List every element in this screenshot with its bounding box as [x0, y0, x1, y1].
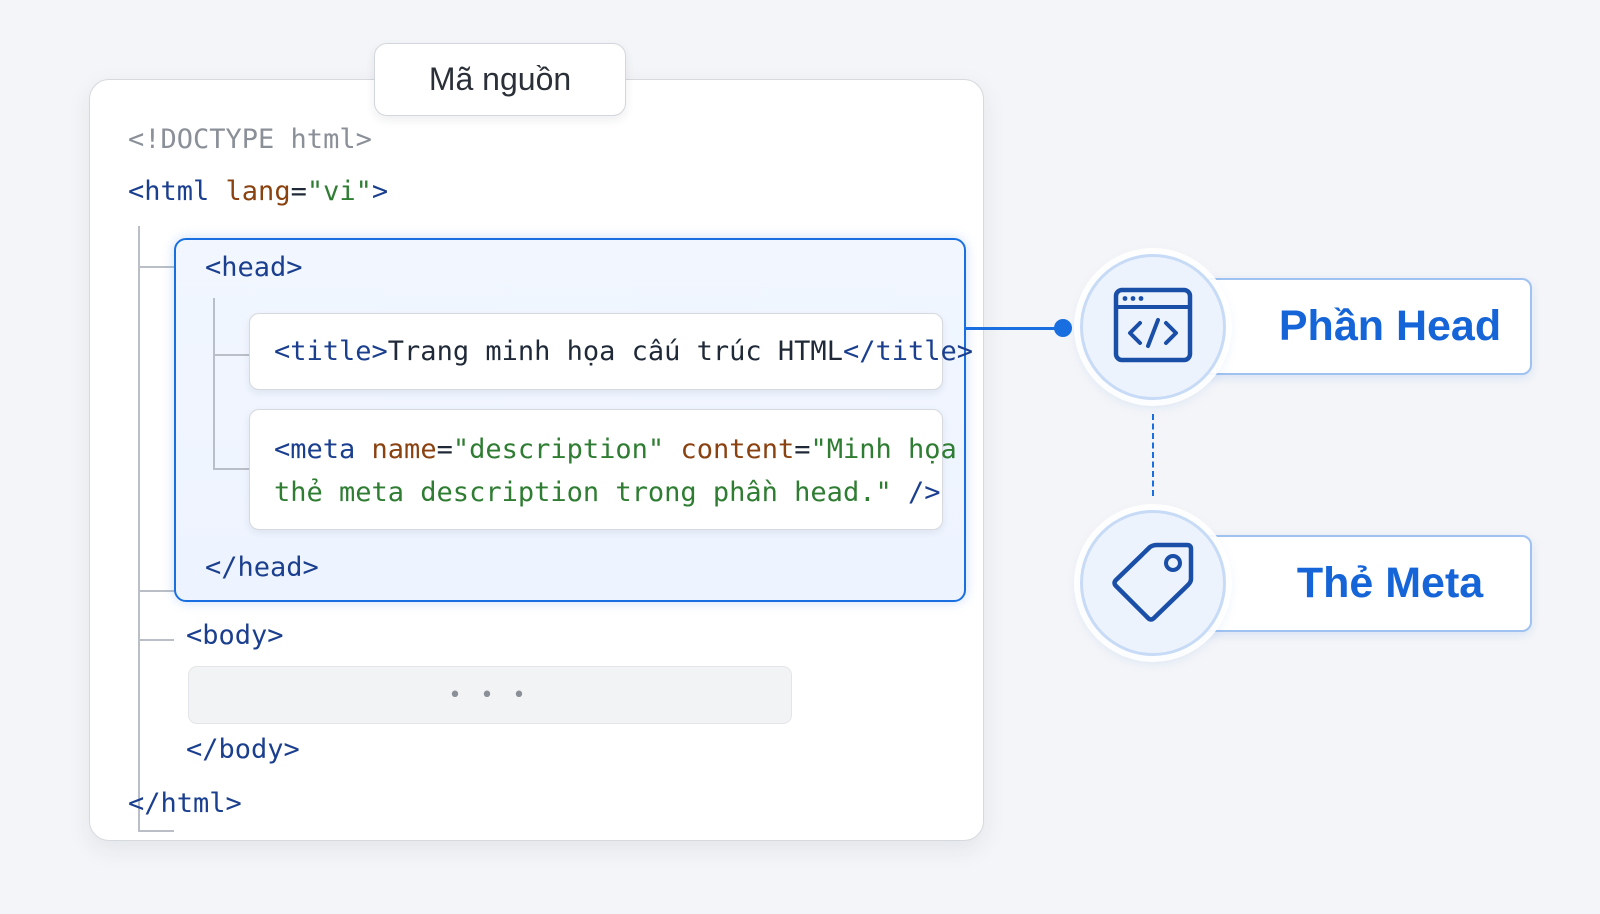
html-close-line: </html> [128, 788, 242, 819]
tree-branch-head [138, 266, 174, 268]
doctype-line: <!DOCTYPE html> [128, 124, 372, 155]
meta-line-2: thẻ meta description trong phần head." /… [274, 477, 941, 508]
head-connector-dot [1054, 319, 1072, 337]
title-element-box: <title>Trang minh họa cấu trúc HTML</tit… [249, 313, 973, 390]
code-window-icon [1113, 287, 1193, 367]
tree-line-html [138, 226, 140, 831]
body-content-placeholder: • • • [188, 666, 792, 724]
tree-line-head [213, 298, 215, 468]
meta-element-box: <meta name="description" content="Minh h… [249, 409, 957, 530]
dashed-link-line [1152, 414, 1154, 496]
title-line: <title>Trang minh họa cấu trúc HTML</tit… [274, 336, 973, 367]
head-icon-badge [1080, 254, 1226, 400]
panel-title-tab: Mã nguồn [374, 43, 626, 116]
body-close-line: </body> [186, 734, 300, 765]
body-open-line: <body> [186, 620, 284, 651]
tree-branch-body [138, 639, 174, 641]
tree-branch-head-end [138, 590, 174, 592]
html-open-line: <html lang="vi"> [128, 176, 389, 207]
head-close-line: </head> [205, 552, 319, 583]
meta-line-1: <meta name="description" content="Minh h… [274, 434, 957, 465]
tag-icon [1111, 539, 1195, 627]
tree-branch-body-end [138, 830, 174, 832]
head-open-line: <head> [205, 252, 303, 283]
tree-branch-meta [213, 468, 251, 470]
head-connector-line [966, 327, 1062, 330]
meta-icon-badge [1080, 510, 1226, 656]
tree-branch-title [213, 354, 251, 356]
